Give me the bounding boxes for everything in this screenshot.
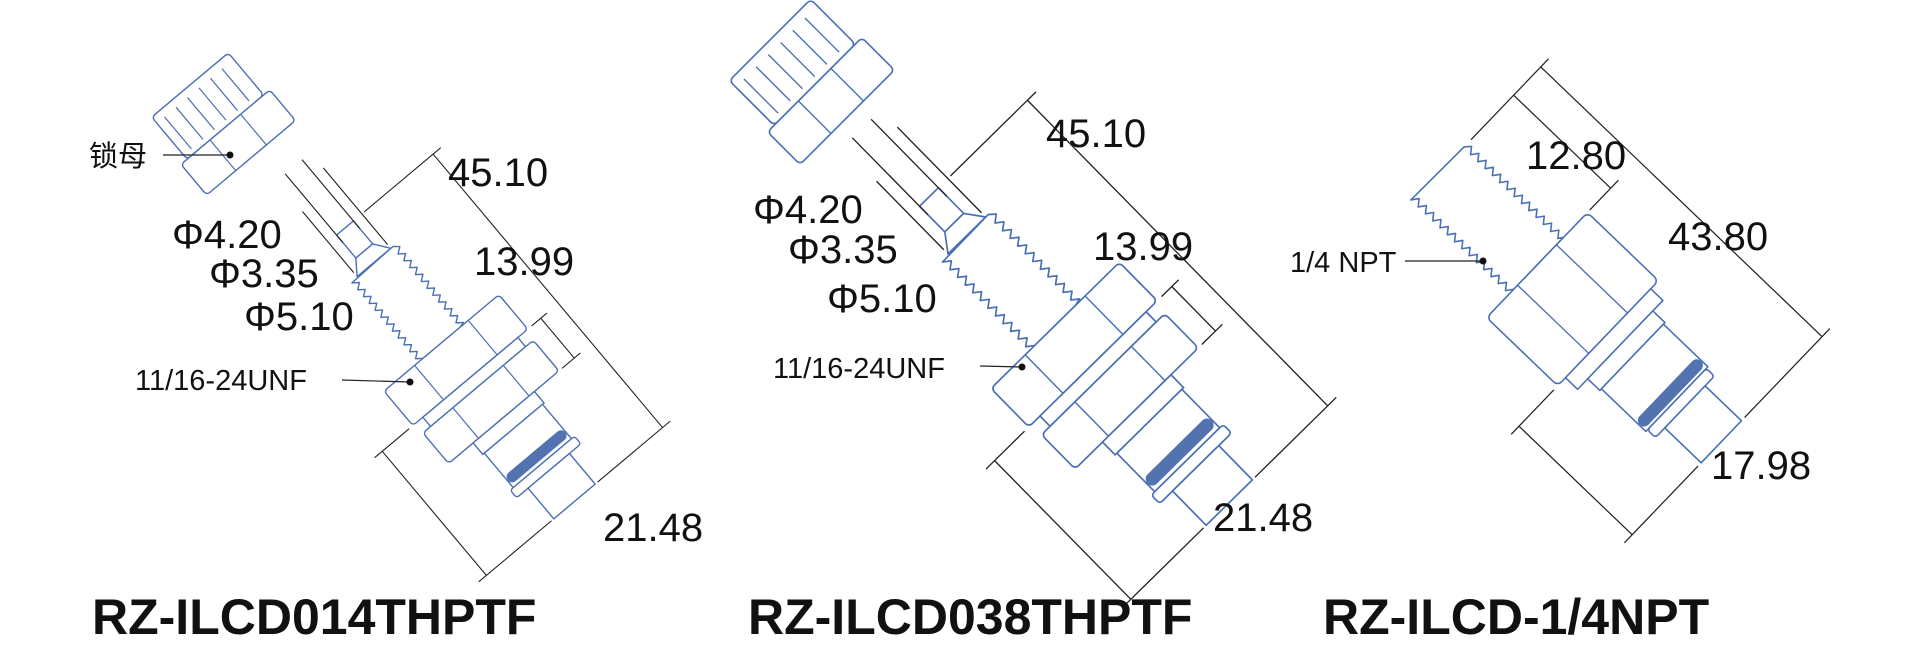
thread-label-038: 11/16-24UNF bbox=[773, 353, 945, 385]
thread-leader-014 bbox=[341, 379, 411, 383]
fitting-npt-dimension-lines bbox=[1470, 58, 1831, 544]
dim-tail-014: 21.48 bbox=[603, 506, 703, 550]
dim-thread-len-npt: 12.80 bbox=[1526, 134, 1626, 178]
dim-tail-npt: 17.98 bbox=[1711, 444, 1811, 488]
model-title-014: RZ-ILCD014THPTF bbox=[92, 589, 536, 645]
nut-leader-dot bbox=[226, 151, 234, 159]
thread-label-npt: 1/4 NPT bbox=[1290, 247, 1397, 279]
dim-d2-014: Φ3.35 bbox=[209, 252, 319, 296]
thread-leader-038 bbox=[979, 365, 1023, 368]
dim-overall-038: 45.10 bbox=[1046, 112, 1146, 156]
dim-overall-014: 45.10 bbox=[448, 151, 548, 195]
thread-label-014: 11/16-24UNF bbox=[135, 365, 307, 397]
thread-leader-dot-038 bbox=[1018, 363, 1026, 371]
dim-overall-npt: 43.80 bbox=[1668, 215, 1768, 259]
model-title-npt: RZ-ILCD-1/4NPT bbox=[1323, 589, 1709, 645]
dim-d3-038: Φ5.10 bbox=[827, 277, 937, 321]
dim-hex-038: 13.99 bbox=[1093, 225, 1193, 269]
thread-leader-dot-014 bbox=[406, 378, 414, 386]
dim-hex-014: 13.99 bbox=[474, 240, 574, 284]
lock-nut-drawing-038 bbox=[722, 0, 896, 166]
dim-d1-038: Φ4.20 bbox=[753, 188, 863, 232]
fitting-014-drawing bbox=[288, 180, 632, 550]
thread-leader-dot-npt bbox=[1479, 257, 1487, 265]
dim-tail-038: 21.48 bbox=[1213, 496, 1313, 540]
nut-label: 锁母 bbox=[89, 139, 147, 173]
dim-d2-038: Φ3.35 bbox=[788, 228, 898, 272]
model-title-038: RZ-ILCD038THPTF bbox=[748, 589, 1192, 645]
dim-d3-014: Φ5.10 bbox=[244, 295, 354, 339]
lock-nut-drawing bbox=[144, 47, 297, 196]
dim-d1-014: Φ4.20 bbox=[172, 213, 282, 257]
